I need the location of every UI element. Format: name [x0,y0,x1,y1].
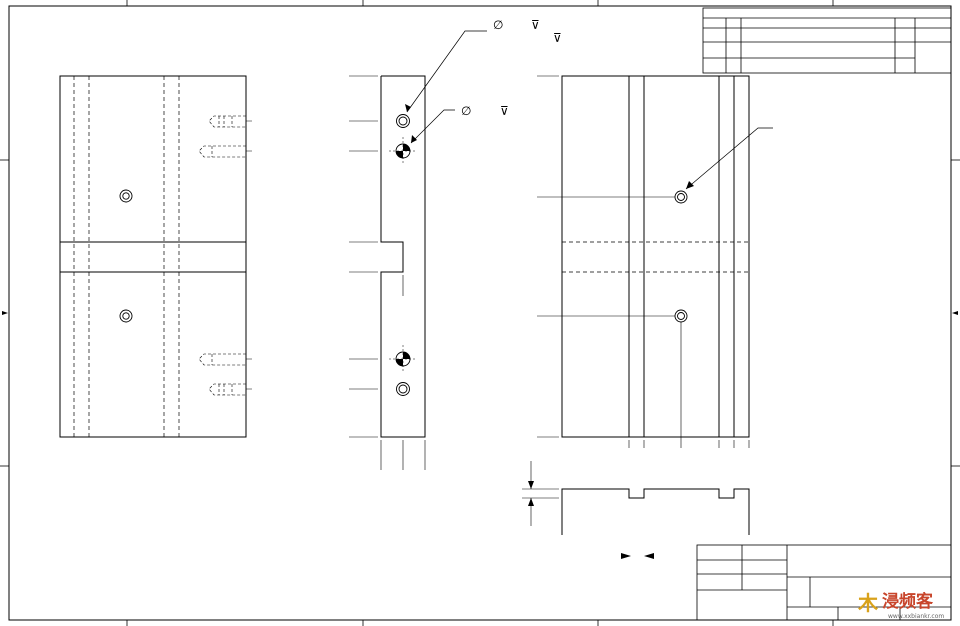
side-view [349,75,426,470]
centering-marks [2,311,958,315]
depth-symbol-2: ⊽ [553,31,562,45]
drawing-border [8,5,952,621]
watermark-domain: www.xxbiankr.com [888,613,944,620]
section-marks [621,553,654,559]
diameter-symbol-1: ∅ [493,18,503,32]
bottom-section-view [522,461,750,535]
dimension-arrows [528,481,534,506]
depth-symbol-3: ⊽ [500,104,509,118]
front-view [59,75,252,438]
right-view [537,75,773,448]
watermark-brand: 浸频客 [882,591,934,612]
hole-callouts-side [406,30,487,144]
diameter-symbol-2: ∅ [461,104,471,118]
revision-table [702,7,952,74]
watermark-logo: 木 浸频客 www.xxbiankr.com [857,591,944,620]
title-block [696,544,952,621]
watermark-mark: 木 [857,591,879,615]
depth-symbol-1: ⊽ [531,18,540,32]
